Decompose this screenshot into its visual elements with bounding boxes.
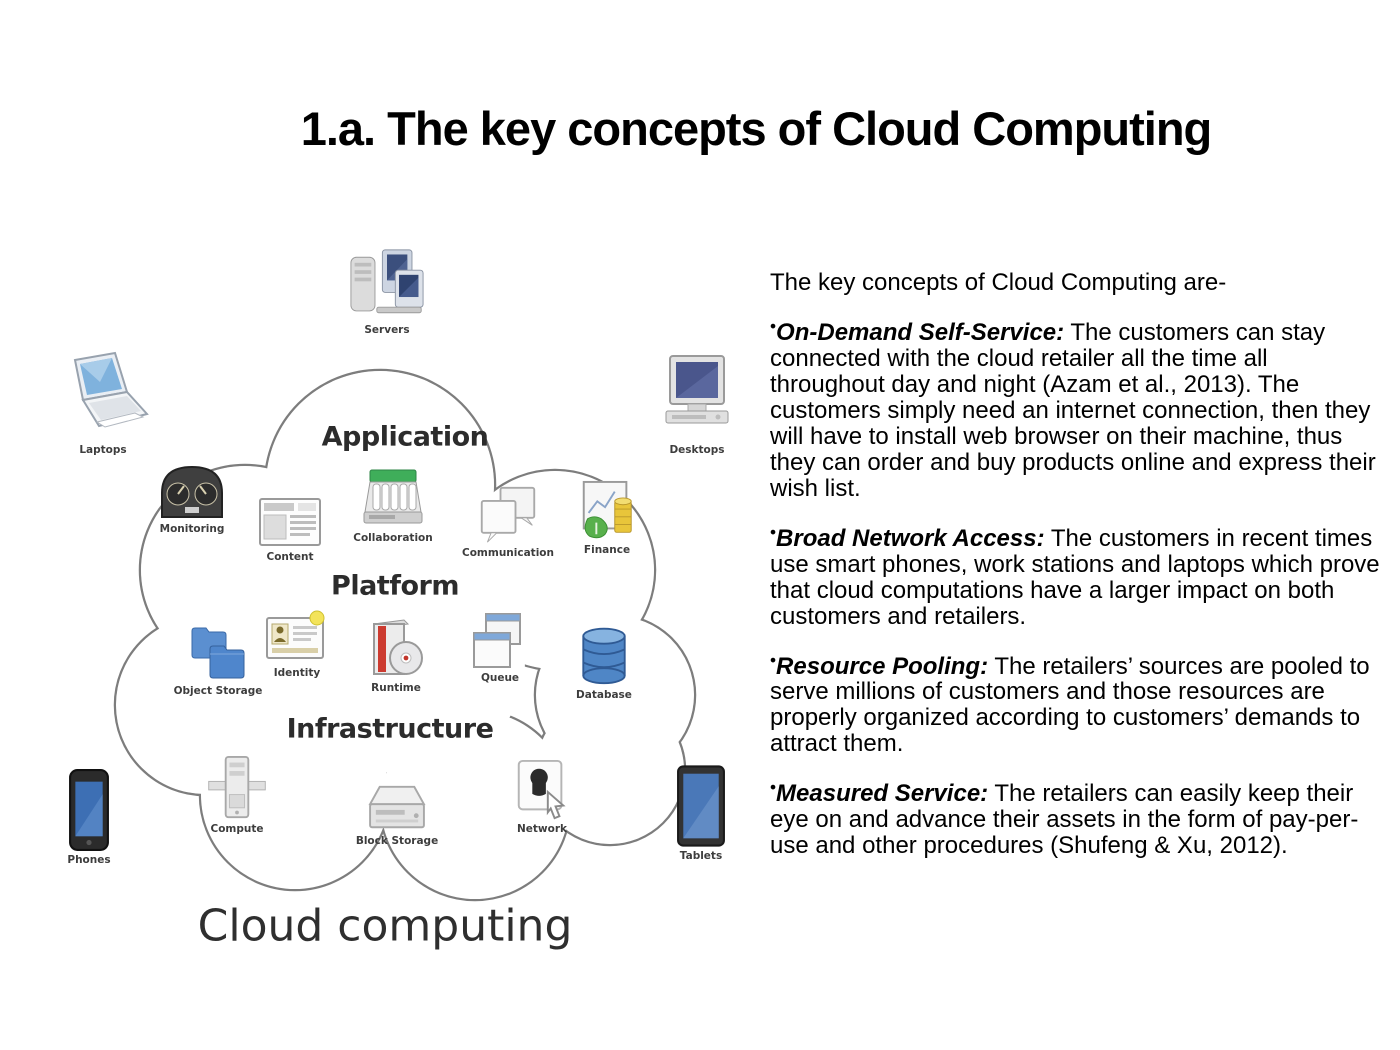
- network-item: Network: [487, 759, 597, 836]
- queue-item: Queue: [445, 612, 555, 685]
- monitoring-item: Monitoring: [137, 461, 247, 536]
- finance-item: Finance: [552, 480, 662, 557]
- laptops-label: Laptops: [79, 444, 127, 456]
- tablets-icon: [677, 765, 725, 847]
- diagram-caption: Cloud computing: [197, 900, 573, 952]
- cloud-computing-diagram: Application Platform Infrastructure Clou…: [60, 240, 760, 970]
- collaboration-icon: [363, 469, 423, 524]
- runtime-label: Runtime: [371, 682, 421, 694]
- layer-application: Application: [321, 421, 489, 453]
- bullet-body: The customers in recent times use smart …: [770, 524, 1380, 630]
- compute-item: Compute: [182, 755, 292, 836]
- monitoring-icon: [161, 465, 223, 518]
- servers-icon: [350, 249, 424, 314]
- layer-platform: Platform: [331, 570, 459, 602]
- communication-icon: [480, 486, 536, 543]
- finance-icon: [582, 480, 632, 539]
- bullet-measured-service: •Measured Service: The retailers can eas…: [770, 774, 1382, 859]
- servers-label: Servers: [364, 324, 410, 336]
- bullet-dot: •: [770, 777, 777, 798]
- desktops-item: Desktops: [642, 352, 752, 457]
- bullet-body: The customers can stay connected with th…: [770, 318, 1376, 502]
- monitoring-label: Monitoring: [159, 523, 225, 535]
- bullet-dot: •: [770, 521, 777, 542]
- identity-label: Identity: [273, 667, 321, 679]
- communication-item: Communication: [453, 485, 563, 560]
- finance-label: Finance: [583, 544, 631, 556]
- content-icon: [259, 498, 321, 546]
- bullet-body: The retailers can easily keep their eye …: [770, 780, 1359, 860]
- bullet-term: Resource Pooling:: [776, 652, 989, 680]
- phones-item: Phones: [34, 768, 144, 867]
- bullet-dot: •: [770, 316, 777, 336]
- bullet-on-demand-self-service: •On-Demand Self-Service: The customers c…: [770, 313, 1382, 502]
- bullet-term: Broad Network Access:: [776, 524, 1045, 552]
- database-label: Database: [576, 689, 632, 701]
- desktops-icon: [665, 355, 729, 424]
- object-storage-icon: [191, 627, 245, 679]
- servers-item: Servers: [332, 248, 442, 337]
- laptops-item: Laptops: [48, 350, 158, 457]
- desktops-label: Desktops: [669, 444, 725, 456]
- intro-line: The key concepts of Cloud Computing are-: [770, 269, 1227, 296]
- tablets-item: Tablets: [646, 764, 756, 863]
- collaboration-item: Collaboration: [338, 466, 448, 545]
- identity-icon: [266, 610, 325, 659]
- bullet-resource-pooling: •Resource Pooling: The retailers’ source…: [770, 647, 1382, 758]
- network-icon: [517, 759, 566, 820]
- body-text: The key concepts of Cloud Computing are-…: [770, 270, 1382, 859]
- identity-item: Identity: [242, 609, 352, 680]
- phones-icon: [69, 769, 109, 851]
- compute-label: Compute: [210, 823, 264, 835]
- database-icon: [582, 627, 626, 685]
- block-storage-label: Block Storage: [355, 835, 439, 847]
- bullet-term: On-Demand Self-Service:: [776, 318, 1065, 346]
- runtime-icon: [372, 619, 423, 675]
- block-storage-item: Block Storage: [342, 783, 452, 848]
- layer-infrastructure: Infrastructure: [286, 713, 494, 745]
- runtime-item: Runtime: [341, 616, 451, 695]
- bullet-term: Measured Service:: [776, 780, 989, 808]
- bullet-body: The retailers’ sources are pooled to ser…: [770, 652, 1370, 758]
- content-label: Content: [266, 551, 314, 563]
- queue-icon: [473, 613, 521, 668]
- tablets-label: Tablets: [679, 850, 723, 862]
- network-label: Network: [516, 823, 567, 835]
- bullet-dot: •: [770, 649, 777, 670]
- content-item: Content: [235, 497, 345, 564]
- phones-label: Phones: [67, 854, 111, 866]
- slide-title: 1.a. The key concepts of Cloud Computing: [300, 102, 1213, 155]
- communication-label: Communication: [462, 547, 554, 559]
- bullet-broad-network-access: •Broad Network Access: The customers in …: [770, 519, 1382, 630]
- database-item: Database: [549, 623, 659, 702]
- laptops-icon: [73, 351, 149, 428]
- collaboration-label: Collaboration: [353, 532, 433, 544]
- queue-label: Queue: [480, 672, 520, 684]
- object-storage-item: Object Storage: [163, 621, 273, 698]
- block-storage-icon: [368, 785, 426, 829]
- compute-icon: [208, 755, 266, 819]
- object-storage-label: Object Storage: [173, 685, 263, 697]
